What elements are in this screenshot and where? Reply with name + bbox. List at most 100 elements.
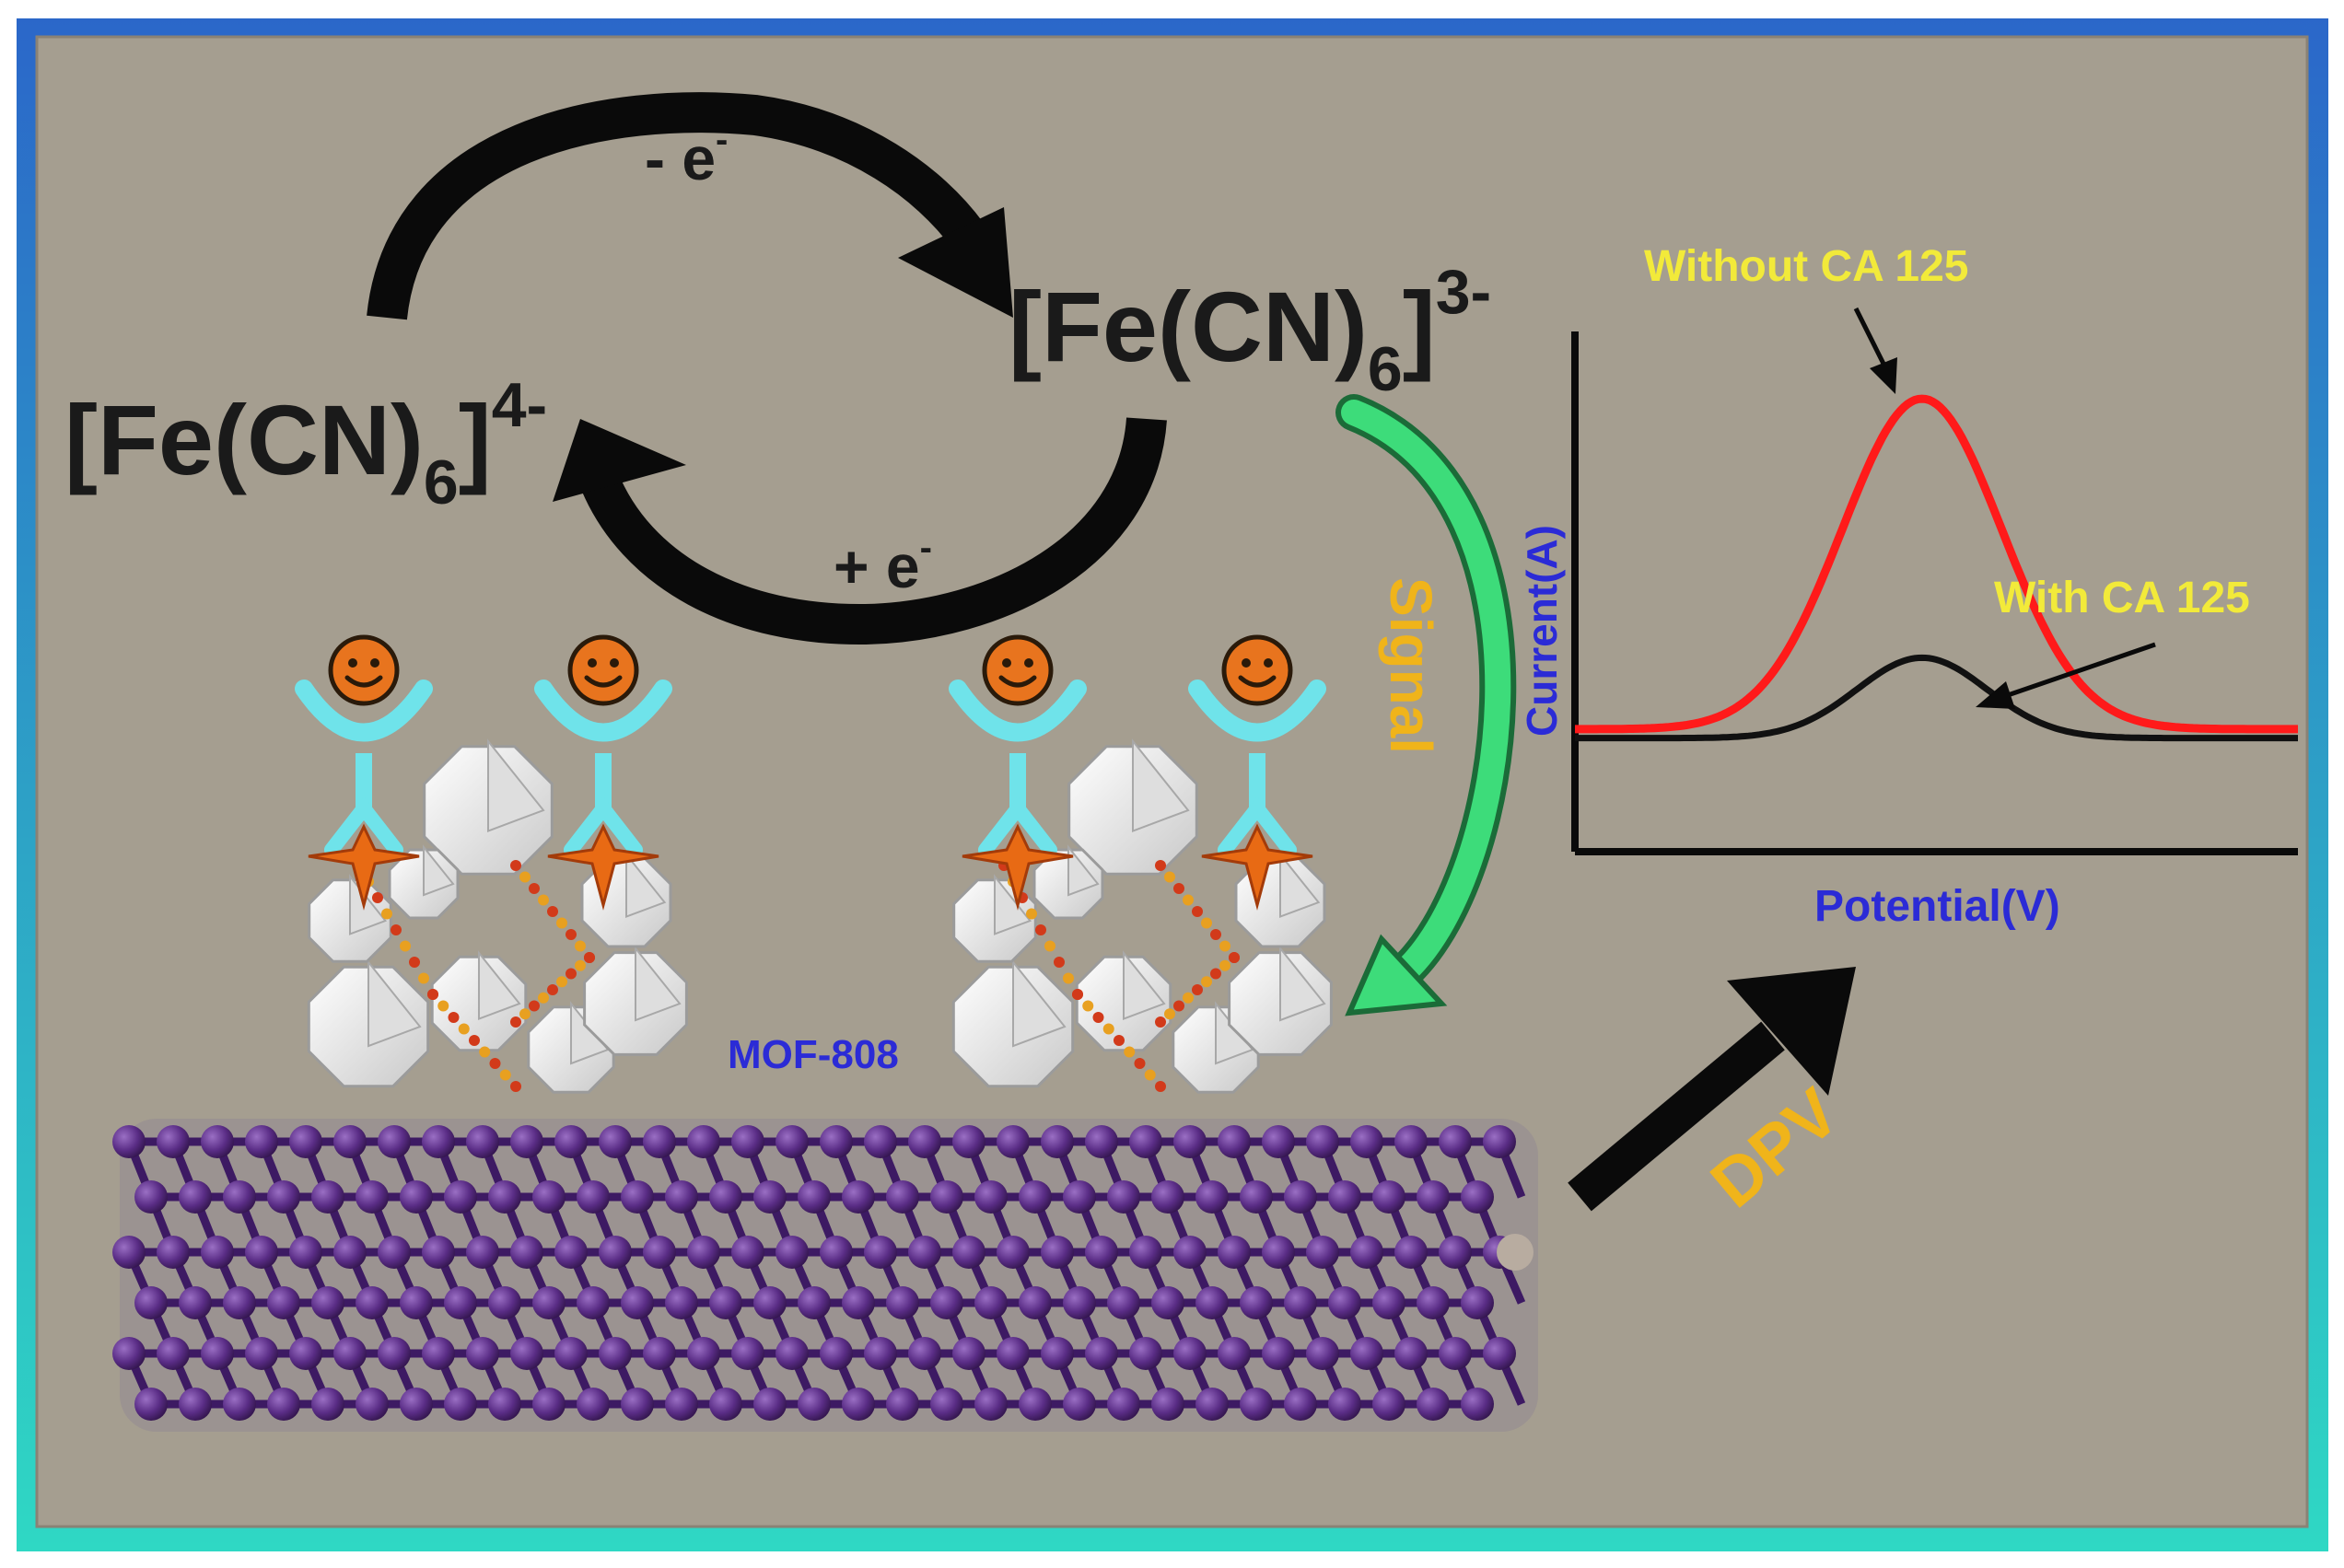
nanotube-atom <box>1350 1125 1383 1158</box>
nanotube-atom <box>1240 1286 1273 1319</box>
nanotube-atom <box>621 1388 654 1421</box>
nanotube-atom <box>289 1236 322 1269</box>
nanotube-atom <box>798 1286 831 1319</box>
nanotube-atom <box>577 1388 610 1421</box>
dpv-arrow-head <box>1727 967 1856 1096</box>
nanotube-atom <box>1063 1180 1096 1214</box>
nanotube-atom <box>687 1125 720 1158</box>
nanotube-atom <box>842 1286 875 1319</box>
antigen-smile <box>344 675 383 688</box>
nanotube-atom <box>974 1286 1008 1319</box>
antigen-eye <box>610 658 619 668</box>
nanotube-atom <box>908 1337 941 1370</box>
nanotube-atom <box>1019 1388 1052 1421</box>
nanotube-atom <box>444 1388 477 1421</box>
nanotube-atom <box>1306 1236 1339 1269</box>
mof-facet <box>487 738 545 832</box>
nanotube-atom <box>488 1180 521 1214</box>
nanotube-atom <box>1439 1125 1472 1158</box>
mof-linker-atom <box>1054 957 1065 968</box>
nanotube-atom <box>997 1236 1030 1269</box>
mof-facet <box>994 874 1032 935</box>
nanotube-atom <box>952 1337 985 1370</box>
nanotube-atom <box>886 1286 919 1319</box>
nanotube-atom <box>422 1125 455 1158</box>
nanotube-atom <box>1483 1337 1516 1370</box>
nanotube-atom <box>1417 1180 1450 1214</box>
mof-linker-atom <box>1201 976 1212 988</box>
nanotube-atom <box>599 1337 632 1370</box>
nanotube-atom <box>378 1337 411 1370</box>
mof-linker-atom <box>469 1035 480 1046</box>
nanotube-atom <box>974 1180 1008 1214</box>
mof-linker-atom <box>1102 1023 1114 1035</box>
chart-y-axis-label: Current(A) <box>1518 525 1566 737</box>
chart-curves <box>1575 394 2298 742</box>
nanotube-atom <box>665 1286 698 1319</box>
nanotube-atom <box>510 1337 543 1370</box>
nanotube-atom <box>820 1337 853 1370</box>
mof-linker-atom <box>1124 1046 1136 1058</box>
mof-linker-atom <box>1219 940 1230 952</box>
signal-arrow-head <box>1345 934 1448 1016</box>
nanotube-atom <box>1085 1236 1118 1269</box>
nanotube-atom <box>1107 1180 1140 1214</box>
nanotube-atom <box>1328 1286 1361 1319</box>
nanotube-atom <box>1306 1337 1339 1370</box>
nanotube-atom <box>311 1286 344 1319</box>
nanotube-atom <box>311 1180 344 1214</box>
nanotube-atom <box>1328 1388 1361 1421</box>
nanotube-end-atom <box>1497 1234 1534 1271</box>
nanotube-atom <box>1394 1236 1428 1269</box>
nanotube-atom <box>1107 1388 1140 1421</box>
mof-facet <box>635 946 682 1022</box>
reduction-electron-label: + e- <box>834 528 932 600</box>
nanotube-atom <box>466 1337 499 1370</box>
nanotube-atom <box>1240 1180 1273 1214</box>
nanotube-atom <box>333 1125 367 1158</box>
nanotube-atom <box>1085 1125 1118 1158</box>
nanotube-atom <box>157 1236 190 1269</box>
ferricyanide-label: [Fe(CN)6]3- <box>1009 257 1491 404</box>
nanotube-atom <box>1372 1180 1405 1214</box>
signal-arrow-shaft <box>1341 400 1511 989</box>
mof-linker-atom <box>519 1008 531 1020</box>
mof-linker-atom <box>556 917 567 929</box>
nanotube-atom <box>311 1388 344 1421</box>
mof-linker-atom <box>458 1023 470 1035</box>
nanotube-atom <box>1240 1388 1273 1421</box>
carbon-nanotube <box>112 1119 1538 1432</box>
mof-linker-atom <box>1210 929 1221 940</box>
nanotube-atom <box>1129 1236 1162 1269</box>
mof-facet <box>423 844 455 897</box>
mof-linker-atom <box>538 894 549 906</box>
nanotube-atom <box>179 1180 212 1214</box>
antibodies <box>295 634 1326 911</box>
mof-linker-atom <box>448 1012 460 1023</box>
nanotube-atom <box>179 1286 212 1319</box>
nanotube-atom <box>245 1236 278 1269</box>
nanotube-atom <box>289 1125 322 1158</box>
nanotube-atom <box>510 1125 543 1158</box>
nanotube-atom <box>1284 1388 1317 1421</box>
nanotube-atom <box>1461 1388 1494 1421</box>
dpv-arrow <box>1568 967 1856 1212</box>
curve-with-ca125 <box>1575 654 2298 742</box>
antigen-smile <box>998 675 1037 688</box>
antigen-eye <box>348 658 357 668</box>
pointer-line-without <box>1853 307 1886 366</box>
mof-facet <box>625 852 667 919</box>
nanotube-atom <box>356 1180 389 1214</box>
nanotube-atom <box>997 1125 1030 1158</box>
nanotube-atom <box>1195 1286 1229 1319</box>
nanotube-atom <box>1041 1337 1074 1370</box>
mof-linker-atom <box>1155 860 1166 871</box>
nanotube-atom <box>709 1286 742 1319</box>
nanotube-atom <box>1328 1180 1361 1214</box>
nanotube-atom <box>1461 1286 1494 1319</box>
mof-808-label: MOF-808 <box>728 1032 899 1077</box>
nanotube-atom <box>223 1180 256 1214</box>
antigen-face <box>982 634 1054 706</box>
nanotube-atom <box>223 1388 256 1421</box>
